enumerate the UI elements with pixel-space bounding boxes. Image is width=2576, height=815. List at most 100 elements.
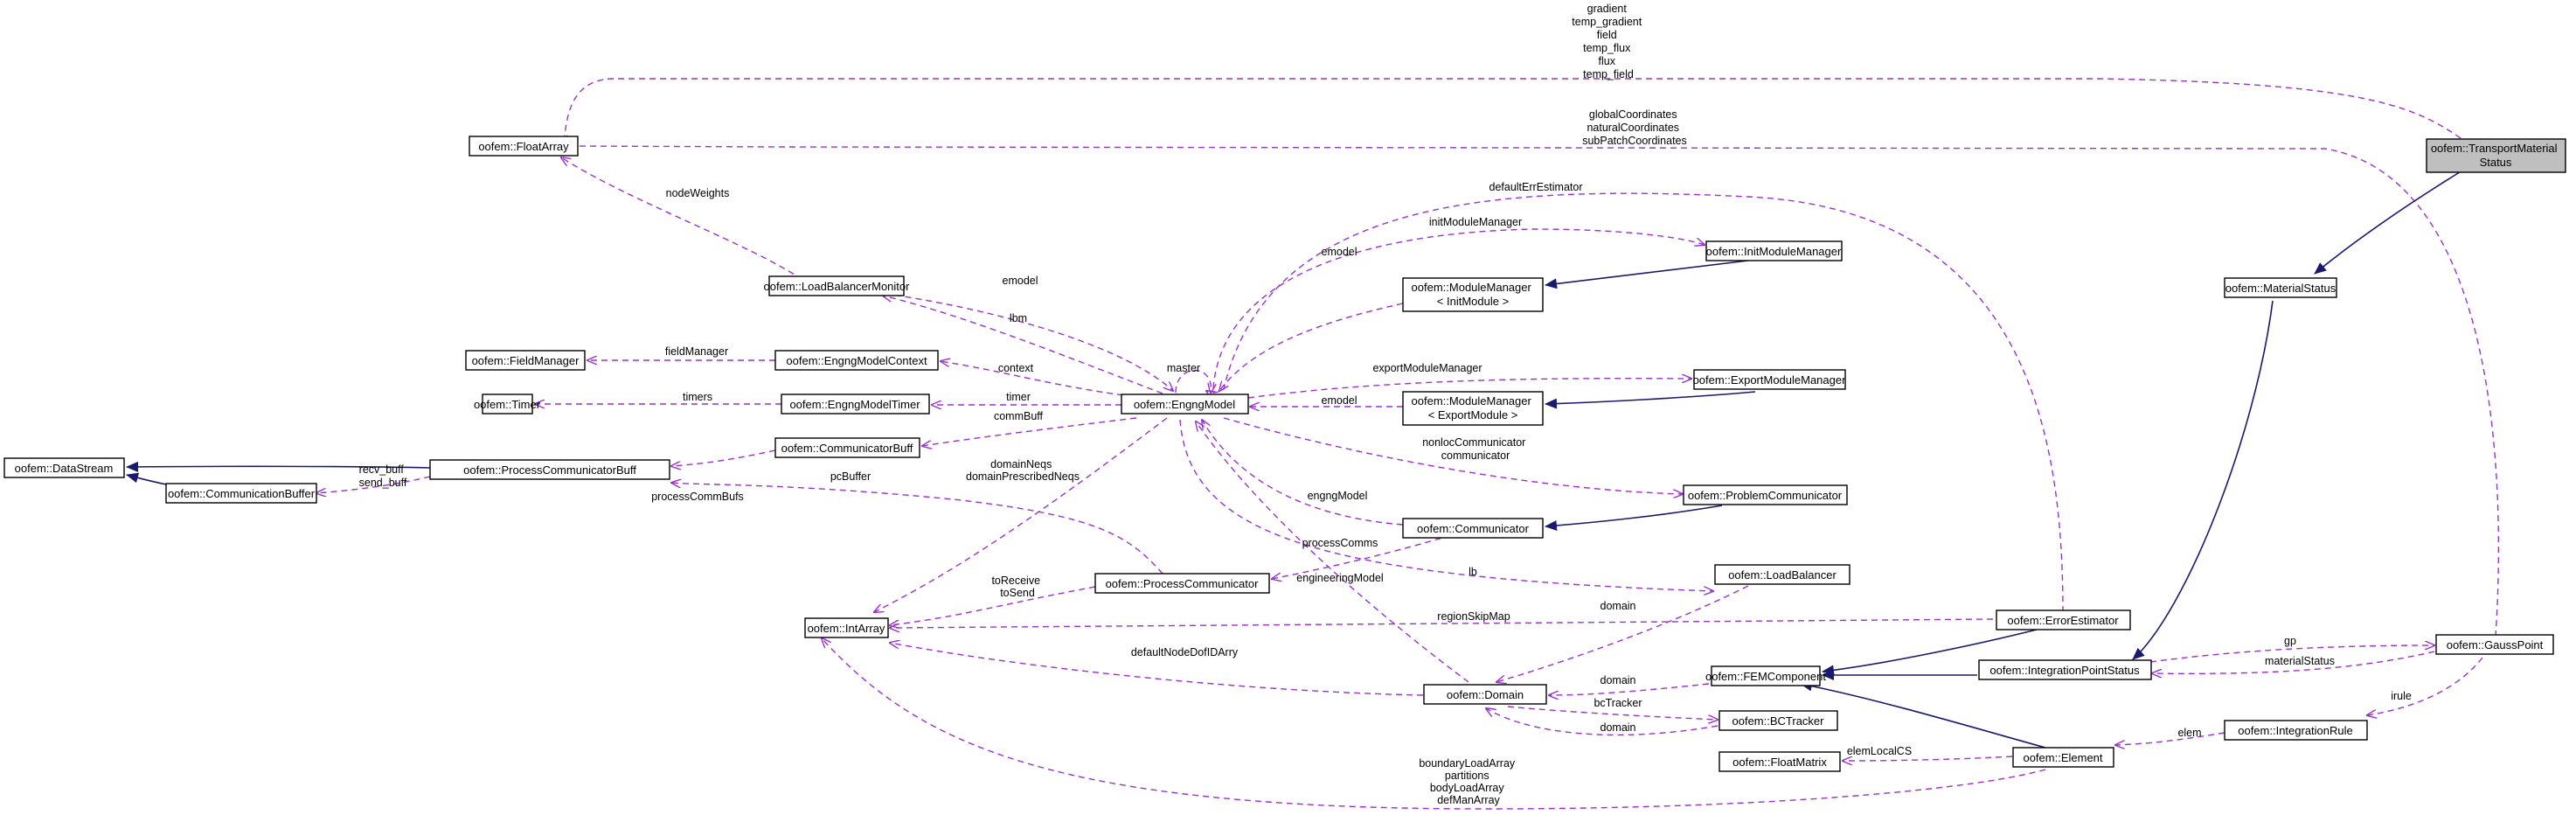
node-problem-communicator[interactable]: oofem::ProblemCommunicator — [1683, 484, 1848, 505]
node-error-estimator[interactable]: oofem::ErrorEstimator — [1996, 610, 2131, 630]
node-communicator-buff[interactable]: oofem::CommunicatorBuff — [774, 437, 920, 458]
node-label: oofem::InitModuleManager — [1706, 245, 1842, 258]
node-label-line: Status — [2480, 156, 2512, 169]
node-box — [469, 136, 579, 157]
node-bc-tracker[interactable]: oofem::BCTracker — [1718, 710, 1838, 731]
node-engng-model-context[interactable]: oofem::EngngModelContext — [774, 350, 939, 371]
edge-initmm-inherits-mminit — [1545, 260, 1749, 289]
edge-ipstatus-to-gausspoint — [2149, 645, 2434, 663]
nodes: oofem::TransportMaterial Status oofem::F… — [3, 136, 2566, 772]
label-emodel-lbm: emodel — [1003, 275, 1038, 287]
node-label: oofem::ExportModuleManager — [1693, 373, 1847, 387]
edge-engngmodel-to-loadbalancer — [1179, 419, 1713, 591]
node-label: oofem::ProcessCommunicatorBuff — [463, 463, 636, 477]
label-element-intarray: boundaryLoadArray partitions bodyLoadArr… — [1419, 757, 1517, 806]
node-label: oofem::GaussPoint — [2447, 638, 2544, 651]
label-master: master — [1167, 362, 1200, 374]
label-timers: timers — [683, 391, 712, 403]
node-box — [781, 394, 930, 414]
node-label: oofem::FieldManager — [472, 354, 580, 367]
node-box — [1714, 564, 1850, 585]
node-int-array[interactable]: oofem::IntArray — [804, 617, 889, 638]
node-label-line: oofem::ModuleManager — [1412, 281, 1532, 294]
label-init-module-manager: initModuleManager — [1429, 216, 1522, 228]
label-tms-floatarray: gradient temp_gradient field temp_flux f… — [1572, 3, 1644, 80]
node-process-communicator[interactable]: oofem::ProcessCommunicator — [1094, 573, 1270, 594]
node-material-status[interactable]: oofem::MaterialStatus — [2224, 277, 2337, 298]
label-line: naturalCoordinates — [1587, 122, 1679, 134]
edge-communicator-to-engngmodel — [1202, 420, 1404, 526]
label-gp-floatarray: globalCoordinates naturalCoordinates sub… — [1582, 108, 1687, 147]
node-engng-model-timer[interactable]: oofem::EngngModelTimer — [781, 394, 930, 414]
node-box — [2426, 138, 2566, 173]
node-label: oofem::ProcessCommunicator — [1106, 577, 1260, 590]
label-engineering-model: engineeringModel — [1296, 572, 1383, 584]
label-domain-bct: domain — [1600, 721, 1636, 734]
edge-commbuff-to-pcbuff — [671, 449, 776, 466]
label-gp: gp — [2284, 635, 2296, 647]
edge-engngmodel-to-exportmm — [1247, 379, 1691, 399]
node-process-communicator-buff[interactable]: oofem::ProcessCommunicatorBuff — [429, 459, 670, 480]
edge-bctracker-to-domain — [1486, 708, 1718, 736]
edge-pcbuff-inherits-datastream — [126, 461, 431, 472]
node-box — [1683, 484, 1848, 505]
node-init-module-manager[interactable]: oofem::InitModuleManager — [1705, 240, 1843, 261]
label-line: gradient — [1587, 3, 1628, 15]
node-export-module-manager[interactable]: oofem::ExportModuleManager — [1693, 369, 1847, 390]
label-line: boundaryLoadArray — [1419, 757, 1516, 770]
edge-domain-to-engngmodel — [1196, 421, 1469, 683]
label-recv-send-buff: recv_buff send_buff — [359, 463, 407, 489]
label-export-module-manager: exportModuleManager — [1372, 362, 1482, 374]
node-label-line: < InitModule > — [1437, 295, 1509, 308]
node-communication-buffer[interactable]: oofem::CommunicationBuffer — [165, 483, 317, 504]
label-default-node-dof-id-arry: defaultNodeDofIDArry — [1131, 646, 1239, 658]
edge-femcomponent-to-domain — [1549, 683, 1710, 695]
node-module-manager-export[interactable]: oofem::ModuleManager < ExportModule > — [1402, 391, 1544, 426]
node-load-balancer-monitor[interactable]: oofem::LoadBalancerMonitor — [764, 275, 911, 296]
node-data-stream[interactable]: oofem::DataStream — [3, 457, 125, 478]
node-box — [1718, 751, 1841, 772]
node-label: oofem::CommunicationBuffer — [168, 487, 316, 500]
node-load-balancer[interactable]: oofem::LoadBalancer — [1714, 564, 1850, 585]
edge-gausspoint-to-floatarray — [566, 146, 2500, 637]
node-integration-rule[interactable]: oofem::IntegrationRule — [2224, 720, 2368, 741]
node-transport-material-status[interactable]: oofem::TransportMaterial Status — [2426, 138, 2566, 173]
label-line: temp_gradient — [1572, 16, 1642, 28]
node-box — [2224, 720, 2368, 741]
label-context: context — [998, 362, 1034, 374]
node-box — [1718, 710, 1838, 731]
inheritance-edges — [126, 165, 2470, 749]
node-label: oofem::ErrorEstimator — [2007, 614, 2119, 627]
label-nonloc-communicator: nonlocCommunicator communicator — [1422, 436, 1529, 462]
edge-element-inherits-femcomponent — [1800, 680, 2046, 749]
node-box — [774, 350, 939, 371]
label-line: temp_flux — [1583, 42, 1631, 54]
label-process-comm-bufs: processCommBufs — [651, 491, 744, 503]
label-to-receive-send: toReceive toSend — [991, 575, 1043, 599]
node-field-manager[interactable]: oofem::FieldManager — [465, 350, 586, 371]
label-lb: lb — [1469, 566, 1477, 578]
node-integration-point-status[interactable]: oofem::IntegrationPointStatus — [1978, 659, 2152, 680]
node-gauss-point[interactable]: oofem::GaussPoint — [2435, 634, 2554, 655]
node-module-manager-init[interactable]: oofem::ModuleManager < InitModule > — [1402, 277, 1544, 312]
node-label: oofem::ProblemCommunicator — [1688, 489, 1843, 502]
node-timer[interactable]: oofem::Timer — [474, 394, 541, 414]
node-float-matrix[interactable]: oofem::FloatMatrix — [1718, 751, 1841, 772]
node-box — [1094, 573, 1270, 594]
node-domain[interactable]: oofem::Domain — [1423, 684, 1547, 705]
node-label-line: < ExportModule > — [1428, 408, 1518, 421]
usage-edges — [316, 78, 2500, 810]
node-float-array[interactable]: oofem::FloatArray — [469, 136, 579, 157]
label-region-skip-map: regionSkipMap — [1437, 610, 1510, 623]
node-label: oofem::MaterialStatus — [2225, 282, 2336, 295]
node-label: oofem::Domain — [1447, 688, 1524, 701]
node-communicator[interactable]: oofem::Communicator — [1402, 518, 1544, 539]
node-label: oofem::IntArray — [808, 622, 885, 635]
node-fem-component[interactable]: oofem::FEMComponent — [1705, 665, 1826, 686]
node-box — [482, 394, 533, 414]
node-engng-model[interactable]: oofem::EngngModel — [1121, 394, 1249, 414]
node-label: oofem::IntegrationPointStatus — [1989, 664, 2140, 677]
node-box — [1402, 277, 1544, 312]
label-elem-local-cs: elemLocalCS — [1847, 745, 1912, 757]
node-element[interactable]: oofem::Element — [2012, 747, 2114, 768]
